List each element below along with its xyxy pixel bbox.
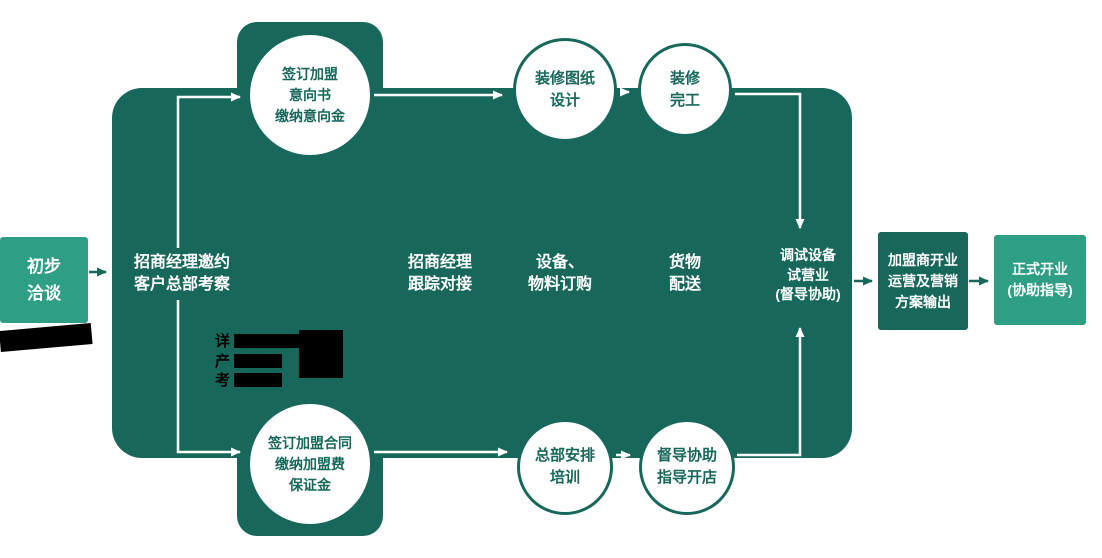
redaction-bar [234,333,305,348]
fragment-char-2: 产 [215,353,231,370]
redaction-line-1: 详 [215,330,305,351]
stage-invite-inspection: 招商经理邀约 客户总部考察 [133,254,230,294]
redaction-bar [234,372,283,387]
stage-manager-followup: 招商经理 跟踪对接 [407,254,472,294]
circle-hq-training: 总部安排 培训 [517,419,613,515]
circle-renovation-complete: 装修 完工 [638,43,732,137]
redaction-bar [234,353,283,368]
stage-goods-delivery: 货物 配送 [668,254,701,294]
fragment-char-1: 详 [215,333,231,350]
connector-supervisor-to-trial [737,327,805,457]
circle-sign-contract: 签订加盟合同 缴纳加盟费 保证金 [250,404,370,524]
stage-equipment-order: 设备、 物料订购 [527,254,592,294]
circle-supervisor-opening: 督导协助 指导开店 [639,419,735,515]
redaction-blob [299,330,343,378]
connector-down-to-contract [176,300,241,457]
connector-up-to-intent [176,92,241,248]
main-process-box [112,88,852,458]
redaction-line-3: 考 [215,369,283,390]
stage-trial-operation: 调试设备 试营业 (督导协助) [775,247,841,303]
start-box-initial-talk: 初步 洽谈 [0,237,88,323]
redaction-line-2: 产 [215,350,283,371]
circle-renovation-design: 装修图纸 设计 [513,38,617,142]
end-box-opening-plan: 加盟商开业 运营及营销 方案输出 [878,232,968,330]
end-box-official-opening: 正式开业 (协助指导) [994,235,1086,325]
fragment-char-3: 考 [215,372,231,389]
circle-sign-intent-letter: 签订加盟 意向书 缴纳意向金 [250,35,370,155]
connector-complete-to-trial [735,92,805,229]
